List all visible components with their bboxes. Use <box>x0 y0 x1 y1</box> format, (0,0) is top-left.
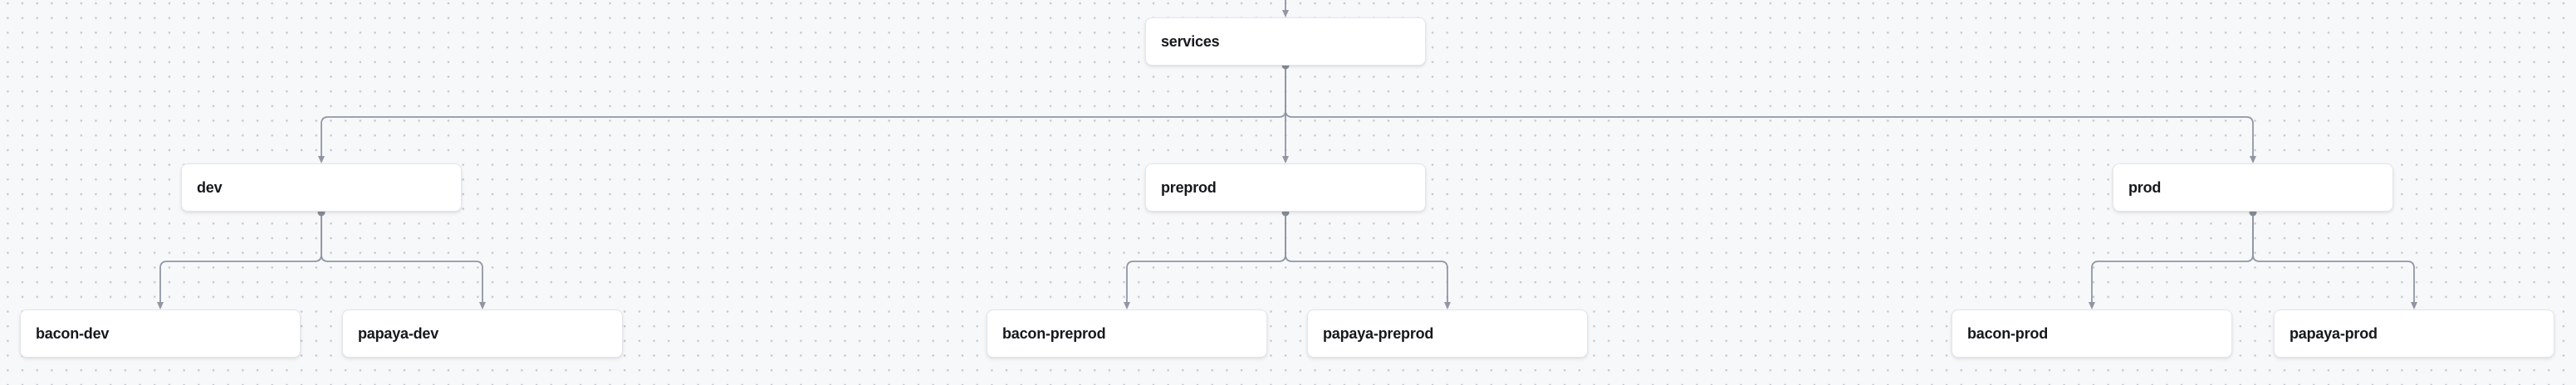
node-papaya-dev-label: papaya-dev <box>358 324 439 342</box>
edge-preprod-papaya-preprod <box>1285 212 1451 309</box>
node-bacon-prod-label: bacon-prod <box>1967 324 2048 342</box>
node-bacon-preprod-label: bacon-preprod <box>1002 324 1106 342</box>
node-papaya-dev[interactable]: papaya-dev <box>342 309 623 358</box>
node-services[interactable]: services <box>1145 17 1426 66</box>
node-prod-label: prod <box>2128 178 2162 196</box>
node-bacon-preprod[interactable]: bacon-preprod <box>987 309 1267 358</box>
edge-services-dev <box>318 66 1286 163</box>
node-papaya-preprod-label: papaya-preprod <box>1323 324 1434 342</box>
edge-preprod-bacon-preprod <box>1124 212 1286 309</box>
node-preprod[interactable]: preprod <box>1145 163 1426 212</box>
node-bacon-prod[interactable]: bacon-prod <box>1952 309 2232 358</box>
node-bacon-dev[interactable]: bacon-dev <box>20 309 301 358</box>
edge-dev-papaya-dev <box>321 212 486 309</box>
node-services-label: services <box>1161 32 1220 50</box>
node-papaya-prod-label: papaya-prod <box>2290 324 2378 342</box>
node-papaya-prod[interactable]: papaya-prod <box>2274 309 2554 358</box>
node-prod[interactable]: prod <box>2113 163 2393 212</box>
node-preprod-label: preprod <box>1161 178 1217 196</box>
edge-services-prod <box>1285 66 2256 163</box>
node-papaya-preprod[interactable]: papaya-preprod <box>1307 309 1588 358</box>
node-bacon-dev-label: bacon-dev <box>36 324 110 342</box>
edge-prod-papaya-prod <box>2252 212 2417 309</box>
edge-prod-bacon-prod <box>2089 212 2254 309</box>
edge-dev-bacon-dev <box>157 212 322 309</box>
node-dev[interactable]: dev <box>181 163 462 212</box>
node-dev-label: dev <box>197 178 223 196</box>
